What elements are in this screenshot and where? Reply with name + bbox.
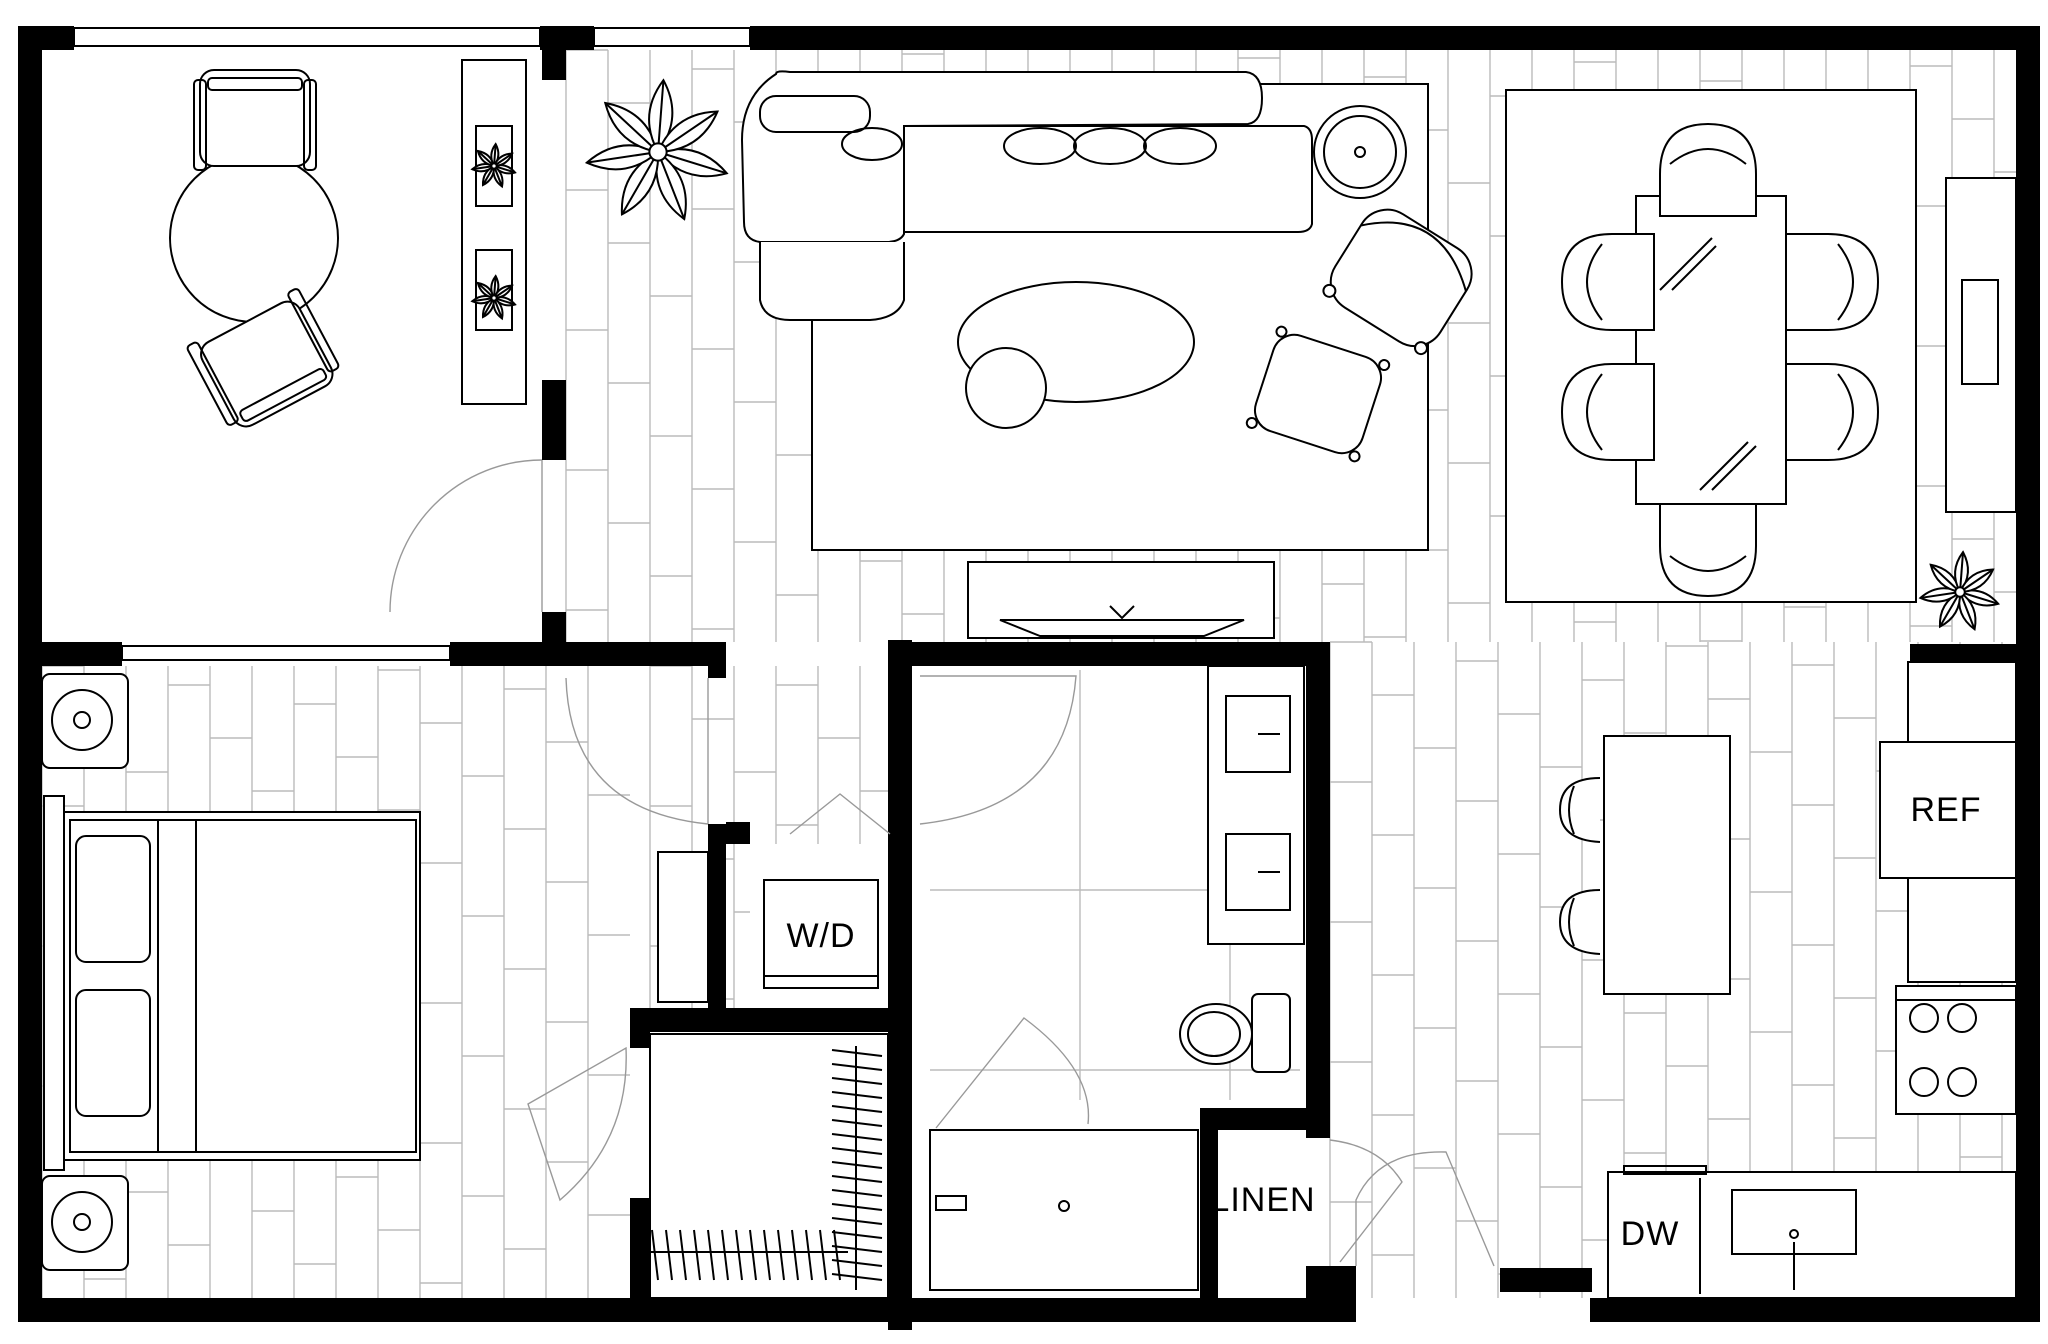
window: [593, 27, 751, 47]
linen-label: LINEN: [1210, 1181, 1315, 1219]
shower-door: [935, 1017, 1090, 1129]
coffee-table: [957, 281, 1195, 429]
range-icon: [1895, 985, 2017, 1115]
office-chair: [186, 288, 340, 428]
shower: [929, 1129, 1199, 1291]
dining-console: [1945, 177, 2017, 513]
living-room: [740, 70, 1473, 639]
window: [73, 27, 541, 47]
dining-table: [1635, 195, 1787, 505]
tv-console: [967, 561, 1275, 639]
refrigerator: REF: [1879, 661, 2017, 879]
nightstand: [41, 673, 129, 769]
plant-icon: [1918, 550, 2000, 631]
double-vanity: [1207, 665, 1305, 945]
office-console: [461, 59, 527, 405]
round-table: [169, 153, 339, 323]
armchair: [1322, 208, 1473, 356]
plant-icon: [470, 274, 517, 321]
counter: [1607, 1165, 2017, 1299]
dining-chair: [1560, 233, 1655, 331]
walls: [18, 26, 2040, 1330]
kitchen-sink: [1731, 1189, 1857, 1290]
kitchen-island: [1603, 735, 1731, 995]
toilet-icon: [1179, 993, 1291, 1073]
linen-door: [1329, 1139, 1403, 1263]
refrigerator-label: REF: [1911, 791, 1982, 829]
dining-chair: [1785, 363, 1880, 461]
bar-stool: [1558, 889, 1601, 955]
dining-chair: [1659, 503, 1757, 598]
side-table: [1313, 105, 1407, 199]
dining-chair: [1659, 122, 1757, 217]
window: [121, 645, 451, 661]
bath-door: [919, 675, 1077, 825]
walk-in-closet: [527, 1033, 889, 1299]
washer-dryer-unit: [763, 879, 879, 989]
office-door: [389, 459, 543, 613]
bedroom-console: [657, 851, 709, 1003]
ottoman: [1245, 325, 1391, 463]
office: [169, 59, 543, 613]
plant-icon: [584, 78, 729, 221]
bar-stool: [1558, 777, 1601, 843]
closet-door: [527, 1046, 627, 1202]
bed: [43, 795, 421, 1171]
sectional-sofa: [740, 70, 1313, 321]
nightstand: [41, 1175, 129, 1271]
laundry-doors: [789, 793, 891, 835]
dining-chair: [1785, 233, 1880, 331]
bathroom: [912, 665, 1306, 1291]
plant-icon: [470, 142, 517, 189]
dishwasher: DW: [1621, 1215, 1680, 1253]
washer-dryer-label: W/D: [786, 917, 855, 955]
laundry-nook: W/D: [750, 793, 891, 1008]
hall-door: [1355, 1151, 1495, 1267]
dining-room: [1560, 122, 2017, 598]
kitchen: REF DW: [1558, 661, 2017, 1299]
dishwasher-label: DW: [1621, 1215, 1680, 1253]
bedroom-door: [565, 677, 709, 825]
office-chair: [193, 69, 317, 171]
dining-chair: [1560, 363, 1655, 461]
bedroom: [41, 673, 709, 1271]
linen-closet: LINEN: [1210, 1130, 1403, 1268]
pantry: [1907, 877, 2017, 983]
